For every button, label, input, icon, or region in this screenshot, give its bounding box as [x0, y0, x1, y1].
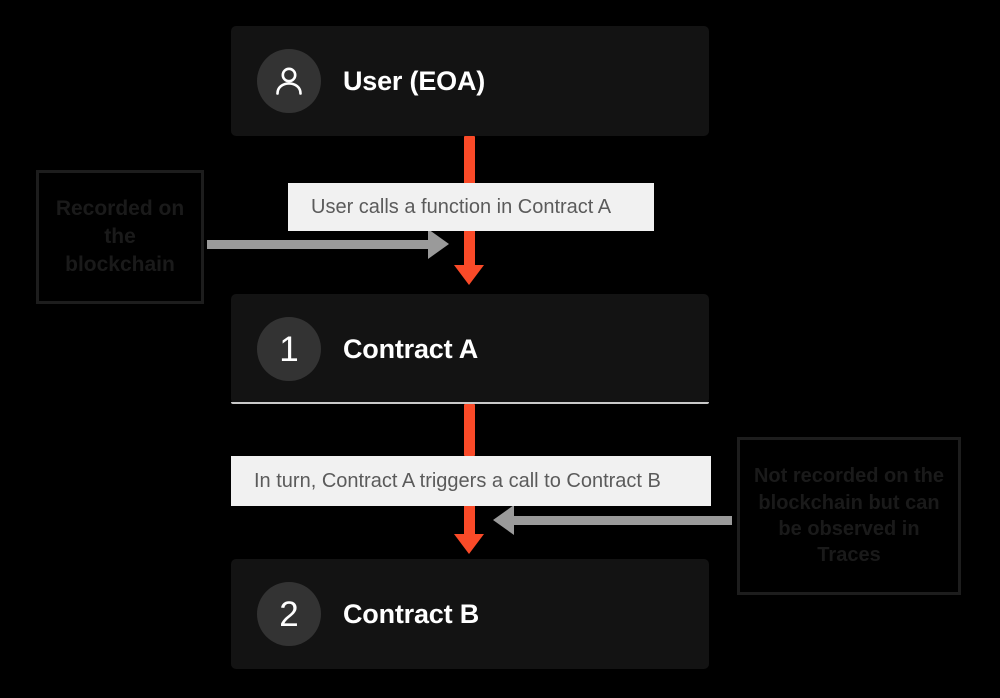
connector-contract-a-to-b-lower	[464, 504, 475, 539]
node-user-label: User (EOA)	[343, 65, 486, 96]
contract-b-number-badge: 2	[257, 582, 321, 646]
node-contract-b[interactable]: 2 Contract B	[231, 559, 709, 669]
node-contract-a-highlight	[231, 402, 709, 404]
user-avatar-icon	[257, 49, 321, 113]
arrowhead-to-contract-a	[454, 265, 484, 285]
pointer-arrowhead-not-recorded	[493, 505, 514, 535]
node-contract-a[interactable]: 1 Contract A	[231, 294, 709, 404]
arrowhead-to-contract-b	[454, 534, 484, 554]
node-contract-a-label: Contract A	[343, 333, 479, 364]
connector-contract-a-to-b-upper	[464, 404, 475, 456]
edge-caption-contract-a-to-b: In turn, Contract A triggers a call to C…	[231, 456, 711, 506]
annotation-not-recorded: Not recorded on the blockchain but can b…	[737, 437, 961, 595]
connector-user-to-contract-a-lower	[464, 229, 475, 271]
pointer-line-recorded	[207, 240, 429, 249]
contract-a-number-badge: 1	[257, 317, 321, 381]
node-user[interactable]: User (EOA)	[231, 26, 709, 136]
annotation-recorded: Recorded on the blockchain	[36, 170, 204, 304]
pointer-arrowhead-recorded	[428, 229, 449, 259]
edge-caption-user-to-contract-a: User calls a function in Contract A	[288, 183, 654, 231]
pointer-line-not-recorded	[514, 516, 732, 525]
connector-user-to-contract-a-upper	[464, 136, 475, 186]
node-contract-b-label: Contract B	[343, 598, 480, 629]
